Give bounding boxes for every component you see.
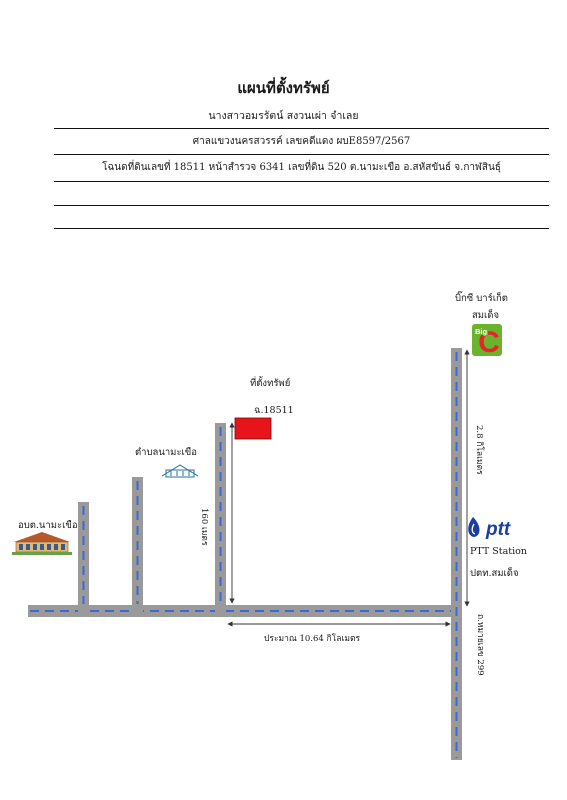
rule-line — [54, 205, 549, 206]
rule-line — [54, 181, 549, 182]
property-marker — [234, 417, 272, 440]
side-road-property — [215, 423, 226, 612]
distance-2-8km-label: 2.8 กิโลเมตร — [474, 425, 484, 475]
highway-299-label: ถ.หมายเลข 299 — [475, 614, 485, 676]
ptt-thai-label: ปตท.สมเด็จ — [470, 568, 519, 579]
distance-160m-label: 160 เมตร — [199, 508, 209, 546]
bigc-logo-icon: C Big — [472, 324, 502, 359]
rule-line — [54, 154, 549, 155]
main-road — [28, 605, 458, 617]
bigc-branch-label: สมเด็จ — [472, 310, 500, 321]
property-title-label: ที่ตั้งทรัพย์ — [250, 378, 291, 389]
svg-text:ptt: ptt — [485, 519, 511, 540]
ptt-station-label: PTT Station — [470, 546, 527, 557]
distance-10km-label: ประมาณ 10.64 กิโลเมตร — [264, 634, 361, 644]
side-road-subdistrict — [132, 477, 143, 612]
side-road-sao — [78, 502, 89, 612]
court-line: ศาลแขวงนครสวรรค์ เลขคดีแดง ผบE8597/2567 — [192, 136, 411, 147]
sao-label: อบต.นามะเขือ — [18, 520, 78, 531]
svg-text:Big: Big — [475, 327, 488, 336]
building-icon — [12, 532, 72, 555]
highway-299-road — [451, 348, 462, 760]
bigc-name-label: บิ๊กซี บาร์เก็ต — [455, 293, 508, 304]
owner-line: นางสาวอมรรัตน์ สงวนเผ่า จำเลย — [208, 110, 359, 122]
ptt-logo-icon: ptt — [468, 517, 511, 540]
rule-line — [54, 128, 549, 129]
property-deed-label: ฉ.18511 — [254, 405, 294, 416]
deed-line: โฉนดที่ดินเลขที่ 18511 หน้าสำรวจ 6341 เล… — [102, 162, 501, 173]
subdistrict-label: ตำบลนามะเขือ — [135, 447, 197, 458]
rule-line — [54, 228, 549, 229]
house-icon — [161, 464, 199, 478]
page-title: แผนที่ตั้งทรัพย์ — [237, 79, 330, 97]
